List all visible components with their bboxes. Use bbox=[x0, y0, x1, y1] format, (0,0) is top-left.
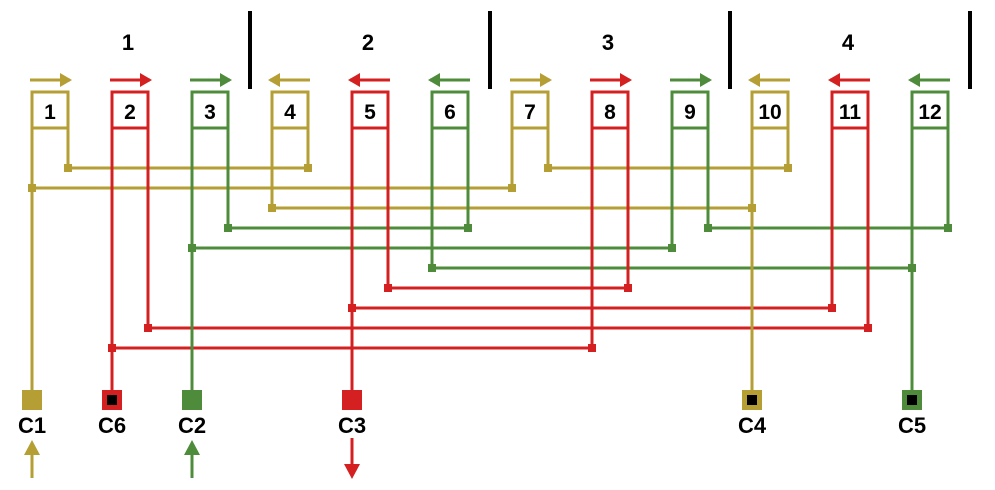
terminal-label: C6 bbox=[98, 413, 126, 438]
coil-box bbox=[670, 90, 710, 130]
coil-box bbox=[190, 90, 230, 130]
coil-label: 12 bbox=[918, 101, 941, 124]
coil-box bbox=[750, 90, 790, 130]
coil-label: 6 bbox=[444, 101, 456, 124]
coil-10: 10 bbox=[748, 73, 790, 392]
arrow-down-icon bbox=[344, 464, 360, 479]
terminal-c6: C6 bbox=[98, 390, 126, 438]
coil-box bbox=[510, 90, 550, 130]
coil-box bbox=[910, 90, 950, 130]
arrow-right-icon bbox=[700, 73, 712, 87]
group-separator bbox=[248, 11, 252, 89]
group-label: 1 bbox=[122, 30, 134, 55]
coil-label: 10 bbox=[758, 101, 781, 124]
coil-6: 6 bbox=[428, 73, 470, 268]
terminal-label: C5 bbox=[898, 413, 926, 438]
coil-11: 11 bbox=[828, 73, 870, 328]
arrow-up-icon bbox=[184, 440, 200, 455]
terminal-c5: C5 bbox=[898, 390, 926, 438]
terminal-label: C1 bbox=[18, 413, 46, 438]
arrow-left-icon bbox=[828, 73, 840, 87]
terminal-c4: C4 bbox=[738, 390, 767, 438]
group-label: 2 bbox=[362, 30, 374, 55]
coil-label: 11 bbox=[839, 101, 862, 124]
coil-8: 8 bbox=[590, 73, 632, 348]
arrow-left-icon bbox=[268, 73, 280, 87]
coil-1: 1 bbox=[30, 73, 72, 392]
coil-box bbox=[350, 90, 390, 130]
group-separator bbox=[488, 11, 492, 89]
group-label: 4 bbox=[842, 30, 855, 55]
coil-4: 4 bbox=[268, 73, 310, 208]
coil-label: 7 bbox=[524, 101, 536, 124]
terminal-label: C2 bbox=[178, 413, 206, 438]
coil-3: 3 bbox=[190, 73, 232, 392]
coil-box bbox=[30, 90, 70, 130]
arrow-right-icon bbox=[60, 73, 72, 87]
coil-9: 9 bbox=[670, 73, 712, 248]
terminal-label: C4 bbox=[738, 413, 767, 438]
terminal-marker bbox=[747, 395, 757, 405]
coil-label: 9 bbox=[684, 101, 696, 124]
arrow-left-icon bbox=[748, 73, 760, 87]
coil-box bbox=[110, 90, 150, 130]
coil-label: 2 bbox=[124, 101, 136, 124]
coil-label: 5 bbox=[364, 101, 376, 124]
coil-box bbox=[830, 90, 870, 130]
terminal-marker bbox=[907, 395, 917, 405]
coil-12: 12 bbox=[908, 73, 950, 392]
terminal-block bbox=[182, 390, 202, 410]
coil-box bbox=[430, 90, 470, 130]
arrow-left-icon bbox=[908, 73, 920, 87]
coil-5: 5 bbox=[348, 73, 390, 392]
group-label: 3 bbox=[602, 30, 614, 55]
coil-box bbox=[270, 90, 310, 130]
coil-label: 8 bbox=[604, 101, 616, 124]
terminal-label: C3 bbox=[338, 413, 366, 438]
coil-7: 7 bbox=[510, 73, 552, 188]
terminal-c1: C1 bbox=[18, 390, 46, 478]
terminal-c2: C2 bbox=[178, 390, 206, 478]
terminal-marker bbox=[107, 395, 117, 405]
arrow-right-icon bbox=[140, 73, 152, 87]
arrow-up-icon bbox=[24, 440, 40, 455]
coil-2: 2 bbox=[110, 73, 152, 392]
group-separator bbox=[968, 11, 972, 89]
terminal-block bbox=[22, 390, 42, 410]
terminal-block bbox=[342, 390, 362, 410]
arrow-right-icon bbox=[220, 73, 232, 87]
arrow-left-icon bbox=[428, 73, 440, 87]
coil-box bbox=[590, 90, 630, 130]
arrow-left-icon bbox=[348, 73, 360, 87]
terminal-c3: C3 bbox=[338, 390, 366, 479]
coil-label: 1 bbox=[44, 101, 56, 124]
coil-label: 3 bbox=[204, 101, 216, 124]
group-separator bbox=[728, 11, 732, 89]
arrow-right-icon bbox=[620, 73, 632, 87]
coil-label: 4 bbox=[284, 101, 296, 124]
arrow-right-icon bbox=[540, 73, 552, 87]
